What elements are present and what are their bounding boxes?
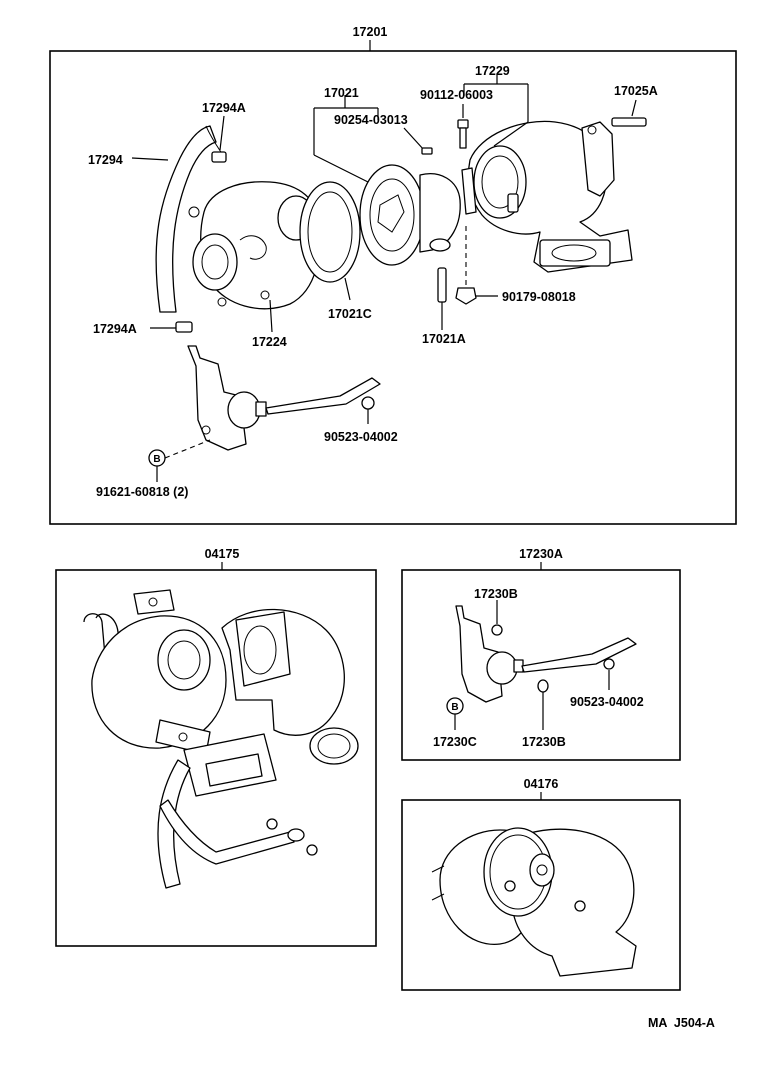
stud-17025A <box>611 117 647 127</box>
label-90179-08018: 90179-08018 <box>502 290 576 304</box>
gasket-kit-04176 <box>431 827 637 977</box>
label-17224: 17224 <box>252 335 287 349</box>
turbocharger-kit-04175 <box>83 589 359 889</box>
label-17230B-bottom: 17230B <box>522 735 566 749</box>
nut-90179-08018 <box>455 287 477 305</box>
label-17294A-upper: 17294A <box>202 101 246 115</box>
stud-17021A <box>437 267 447 303</box>
svg-text:B: B <box>153 454 160 465</box>
label-17294: 17294 <box>88 153 123 167</box>
label-91621-60818: 91621-60818 (2) <box>96 485 188 499</box>
washer-17230B-bottom <box>537 679 549 693</box>
label-90523-04002-main: 90523-04002 <box>324 430 398 444</box>
center-cartridge-17021 <box>359 164 461 266</box>
label-17021C: 17021C <box>328 307 372 321</box>
label-90112-06003: 90112-06003 <box>420 88 493 102</box>
footer-code: MA J504-A <box>648 1016 715 1030</box>
label-90523-04002-actuator: 90523-04002 <box>570 695 644 709</box>
bolt-90112-06003 <box>457 119 469 149</box>
label-17229: 17229 <box>475 64 510 78</box>
label-04176: 04176 <box>524 777 559 791</box>
label-17025A: 17025A <box>614 84 658 98</box>
main-assembly-frame <box>49 50 737 525</box>
label-04175: 04175 <box>205 547 240 561</box>
label-17021: 17021 <box>324 86 359 100</box>
label-17021A: 17021A <box>422 332 466 346</box>
label-17230B-top: 17230B <box>474 587 518 601</box>
label-17201: 17201 <box>353 25 388 39</box>
turbine-housing-17229 <box>461 120 633 273</box>
kit-04175-frame <box>55 569 377 947</box>
wastegate-actuator-17230A <box>455 605 637 703</box>
washer-90523-04002-actuator <box>603 658 615 670</box>
screw-90254-03013 <box>421 147 433 155</box>
clip-17294A-lower <box>175 321 193 333</box>
label-17230C: 17230C <box>433 735 477 749</box>
wastegate-actuator-main <box>187 345 381 451</box>
svg-text:B: B <box>451 702 458 713</box>
label-90254-03013: 90254-03013 <box>334 113 408 127</box>
gasket-17021C <box>299 181 361 283</box>
hose-17294 <box>155 125 227 313</box>
label-17294A-lower: 17294A <box>93 322 137 336</box>
washer-17230B-top <box>491 624 503 636</box>
washer-90523-04002-main <box>361 396 375 410</box>
label-17230A: 17230A <box>519 547 563 561</box>
